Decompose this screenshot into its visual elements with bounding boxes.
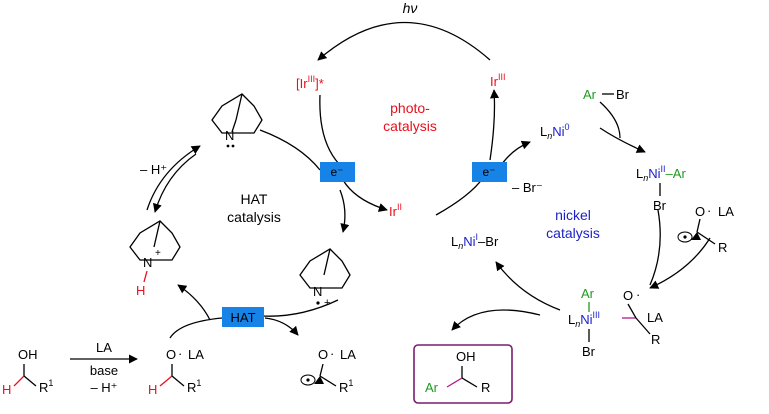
hat-return-arrow [261,299,339,317]
svg-text:+: + [324,297,330,309]
svg-text:H: H [2,382,11,397]
reductive-elimination-arrow [495,261,561,311]
photocatalysis-label-1: photo- [390,100,430,116]
svg-text:LnNiII–Ar: LnNiII–Ar [636,164,686,183]
svg-text:R: R [651,332,660,347]
svg-text:LA: LA [647,310,663,325]
svg-text:LA: LA [340,347,356,362]
radical-la-bottom: O · LA R1 [300,346,356,395]
svg-text:base: base [90,363,118,378]
oxidative-addition-arrow [599,127,646,153]
svg-text:N: N [143,255,152,270]
ar-br-reagent: Ar Br [583,87,630,102]
svg-text:+: + [155,248,161,259]
hat-catalysis-label-2: catalysis [227,209,281,225]
regeneration-arrow [489,89,500,161]
hat-bottom-arrow [177,284,211,321]
svg-text:·: · [636,287,640,302]
svg-text:R1: R1 [39,378,53,395]
ir-iii: IrIII [490,72,505,89]
svg-text:O: O [318,347,328,362]
equilibrium-arrow-down [152,153,197,213]
svg-text:O: O [623,288,633,303]
ni-ii-species: LnNiII–Ar Br [636,164,686,213]
electron-box-right-label: e⁻ [482,165,495,179]
minus-h-plus-label: – H⁺ [140,162,167,177]
quinuclidine-top: N [211,93,263,148]
svg-text:·: · [707,203,711,218]
cycle-arrows [70,22,711,364]
svg-text:H: H [136,283,145,298]
svg-text:H: H [148,382,157,397]
photocatalysis-label-2: catalysis [383,118,437,134]
reduction-arrow [342,179,388,212]
product-release-arrow [451,309,541,331]
ir-ii: IrII [389,202,402,219]
svg-text:O: O [695,204,705,219]
svg-text:Br: Br [653,198,667,213]
svg-text:R: R [481,380,490,395]
hat-oxidation-arrow-top [259,129,321,171]
svg-text:R: R [718,240,727,255]
electron-box-left: e⁻ [320,162,355,182]
ni-i-species: LnNiI–Br [451,232,499,251]
svg-text:OH: OH [456,349,476,364]
ni-iii-species: Ar LnNiIII Br O · LA R [568,286,663,359]
reaction-conditions: LA base – H⁺ [90,340,118,395]
svg-text:OH: OH [18,347,38,362]
svg-text:LA: LA [188,347,204,362]
svg-text:– H⁺: – H⁺ [90,380,117,395]
radical-capture-arrow-a [649,209,661,286]
svg-text:LA: LA [96,340,112,355]
hv-label: hν [403,0,418,16]
svg-text:R1: R1 [187,378,201,395]
ni0-species: LnNi0 [540,122,570,141]
hat-box-label: HAT [230,310,255,325]
equilibrium-arrow-up [146,145,201,211]
ar-br-entry-arrow [599,101,621,139]
svg-text:N: N [313,284,322,299]
svg-text:R1: R1 [339,378,353,395]
svg-text:LnNi0: LnNi0 [540,122,570,141]
quinuclidine-radical-cation: N + [299,248,351,309]
la-complex-substrate: O · LA H R1 [148,346,204,397]
nickel-catalysis-label-1: nickel [555,207,591,223]
electron-transfer-arrow [435,177,484,216]
electron-box-right: e⁻ [472,162,507,182]
hat-input-arrow [169,317,223,339]
svg-text:Ar: Ar [583,87,597,102]
svg-text:Ar: Ar [581,286,595,301]
oxidative-quench-arrow [319,94,344,169]
svg-text:Br: Br [616,87,630,102]
svg-text:Br: Br [582,344,596,359]
nickel-catalysis-label-2: catalysis [546,225,600,241]
excitation-arrow [317,22,491,61]
svg-text:LnNiI–Br: LnNiI–Br [451,232,499,251]
hat-catalysis-label-1: HAT [241,191,268,207]
hat-oxidation-arrow-bottom [339,189,350,233]
product-box: OH Ar R [413,344,513,404]
radical-la-right: O · LA R [677,203,734,255]
svg-text:LnNiIII: LnNiIII [568,310,600,329]
svg-text:N: N [225,128,234,143]
electron-box-left-label: e⁻ [330,165,343,179]
svg-text:·: · [330,346,334,361]
svg-text:·: · [178,346,182,361]
hat-box: HAT [222,307,264,327]
radical-capture-arrow-b [649,237,711,289]
hat-output-arrow [264,317,299,336]
alcohol-substrate: OH H R1 [2,347,53,397]
svg-text:O: O [166,347,176,362]
svg-text:Ar: Ar [425,380,439,395]
ir-iii-star: [IrIII]* [296,74,324,91]
minus-br-label: – Br⁻ [512,180,543,195]
quinuclidinium: N + H [129,220,181,298]
svg-text:LA: LA [718,204,734,219]
